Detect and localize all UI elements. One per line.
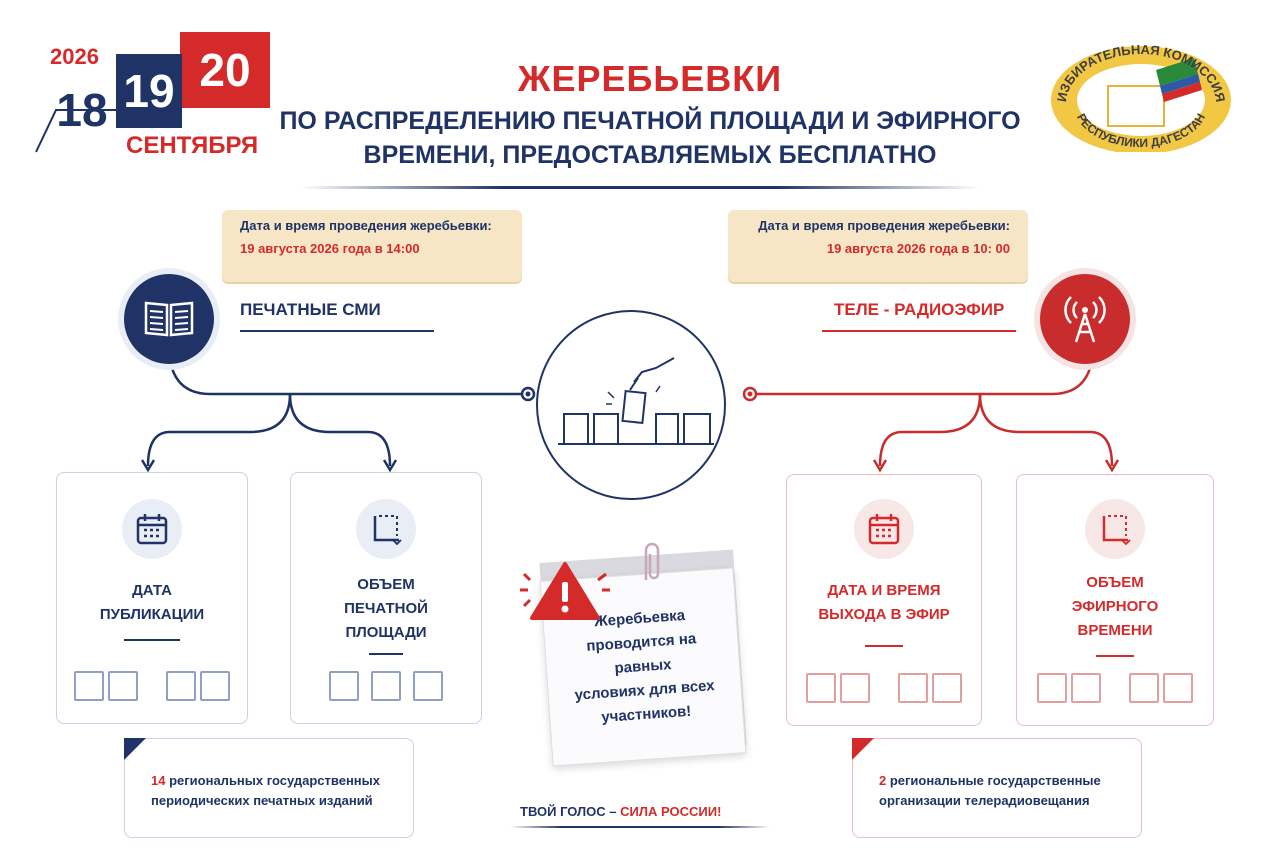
info-text: 2 региональные государственные организац… [879,771,1115,811]
page-title: ЖЕРЕБЬЕВКИ [517,58,783,99]
sticky-line: проводится на равных [585,630,697,677]
right-note-label: Дата и время проведения жеребьевки: [758,218,1010,233]
logo-year: 2026 [50,44,99,69]
logo-day-20: 20 [180,32,270,108]
card-title: ОБЪЕМ ПЕЧАТНОЙ ПЛОЩАДИ [291,573,481,645]
slogan-part-highlight: СИЛА РОССИИ! [620,804,722,819]
volume-icon-wrap [356,499,416,559]
answer-boxes [1017,673,1213,703]
area-frame-icon [1102,515,1131,546]
card-title-line: ПУБЛИКАЦИИ [99,606,205,623]
right-note-value: 19 августа 2026 года в 10: 00 [826,241,1010,256]
left-note-value: 19 августа 2026 года в 14:00 [240,241,420,256]
calendar-icon [868,514,900,545]
answer-box [840,673,870,703]
answer-box [166,671,196,701]
info-line: региональных государственных [165,773,380,788]
card-title-line: ВРЕМЕНИ [1077,622,1153,639]
answer-box [413,671,443,701]
card-title-line: ДАТА И ВРЕМЯ [827,582,941,599]
broadcasters-info: 2 региональные государственные организац… [852,738,1142,838]
card-title-line: ПЕЧАТНОЙ [344,600,428,617]
answer-box [371,671,401,701]
left-note-label: Дата и время проведения жеребьевки: [240,218,492,233]
print-media-underline [240,330,434,332]
logo-underline-icon [35,109,128,153]
info-corner [124,738,146,760]
logo-day-19: 19 [116,54,182,128]
card-title: ОБЪЕМ ЭФИРНОГО ВРЕМЕНИ [1017,571,1213,643]
card-airtime-date: ДАТА И ВРЕМЯ ВЫХОДА В ЭФИР [786,474,982,726]
answer-box [108,671,138,701]
title-divider [300,186,980,189]
paper-clip-icon [644,542,660,580]
card-title-line: ВЫХОДА В ЭФИР [818,606,950,623]
answer-box [806,673,836,703]
broadcast-label: ТЕЛЕ - РАДИОЭФИР [834,300,1005,319]
right-date-note: Дата и время проведения жеребьевки: 19 а… [728,210,1028,282]
answer-box [1037,673,1067,703]
answer-box [932,673,962,703]
calendar-icon-wrap [122,499,182,559]
info-line: периодических печатных изданий [151,793,373,808]
card-title-line: ЭФИРНОГО [1071,598,1159,615]
card-title-line: ПЛОЩАДИ [345,624,427,641]
print-media-circle [124,274,214,364]
sticky-line: условиях для всех [574,677,716,704]
print-media-label: ПЕЧАТНЫЕ СМИ [240,300,381,319]
slogan-underline [510,826,770,828]
card-title: ДАТА И ВРЕМЯ ВЫХОДА В ЭФИР [787,579,981,627]
slogan-part: ТВОЙ ГОЛОС – [520,804,621,819]
sticky-line: участников! [600,702,692,727]
volume-icon-wrap [1085,499,1145,559]
left-date-note: Дата и время проведения жеребьевки: 19 а… [222,210,522,282]
subtitle-line-2: ВРЕМЕНИ, ПРЕДОСТАВЛЯЕМЫХ БЕСПЛАТНО [363,141,937,169]
calendar-icon-wrap [854,499,914,559]
calendar-icon [136,514,168,545]
subtitle-line-1: ПО РАСПРЕДЕЛЕНИЮ ПЕЧАТНОЙ ПЛОЩАДИ И ЭФИР… [279,107,1021,135]
slogan: ТВОЙ ГОЛОС – СИЛА РОССИИ! [520,804,721,819]
logo-month: СЕНТЯБРЯ [126,132,259,159]
card-rule [1096,655,1134,657]
card-title-line: ОБЪЕМ [357,576,415,593]
warning-icon [520,562,610,620]
answer-box [329,671,359,701]
answer-box [898,673,928,703]
election-commission-seal-icon: ИЗБИРАТЕЛЬНАЯ КОМИССИЯ РЕСПУБЛИКИ ДАГЕСТ… [1051,42,1231,152]
info-corner [852,738,874,760]
card-rule [369,653,403,655]
card-title-line: ОБЪЕМ [1086,574,1144,591]
ballot-drawing-icon [558,357,714,445]
area-frame-icon [373,515,402,546]
ballot-circle [536,310,726,500]
card-title-line: ДАТА [132,582,172,599]
answer-box [74,671,104,701]
info-line: организации телерадиовещания [879,793,1090,808]
answer-box [1071,673,1101,703]
radio-tower-icon [1064,296,1106,343]
page-subtitle: ПО РАСПРЕДЕЛЕНИЮ ПЕЧАТНОЙ ПЛОЩАДИ И ЭФИР… [270,104,1030,172]
answer-box [1129,673,1159,703]
card-airtime-volume: ОБЪЕМ ЭФИРНОГО ВРЕМЕНИ [1016,474,1214,726]
card-rule [865,645,903,647]
answer-boxes [291,671,481,701]
card-title: ДАТА ПУБЛИКАЦИИ [57,579,247,627]
broadcast-underline [822,330,1016,332]
info-text: 14 региональных государственных периодич… [151,771,387,811]
broadcast-circle [1040,274,1130,364]
info-count: 2 [879,773,887,788]
open-book-icon [144,301,194,337]
card-publication-date: ДАТА ПУБЛИКАЦИИ [56,472,248,724]
answer-boxes [57,671,247,701]
answer-box [200,671,230,701]
info-count: 14 [151,773,166,788]
card-print-volume: ОБЪЕМ ПЕЧАТНОЙ ПЛОЩАДИ [290,472,482,724]
card-rule [124,639,180,641]
info-line: региональные государственные [886,773,1101,788]
answer-box [1163,673,1193,703]
print-outlets-info: 14 региональных государственных периодич… [124,738,414,838]
answer-boxes [787,673,981,703]
